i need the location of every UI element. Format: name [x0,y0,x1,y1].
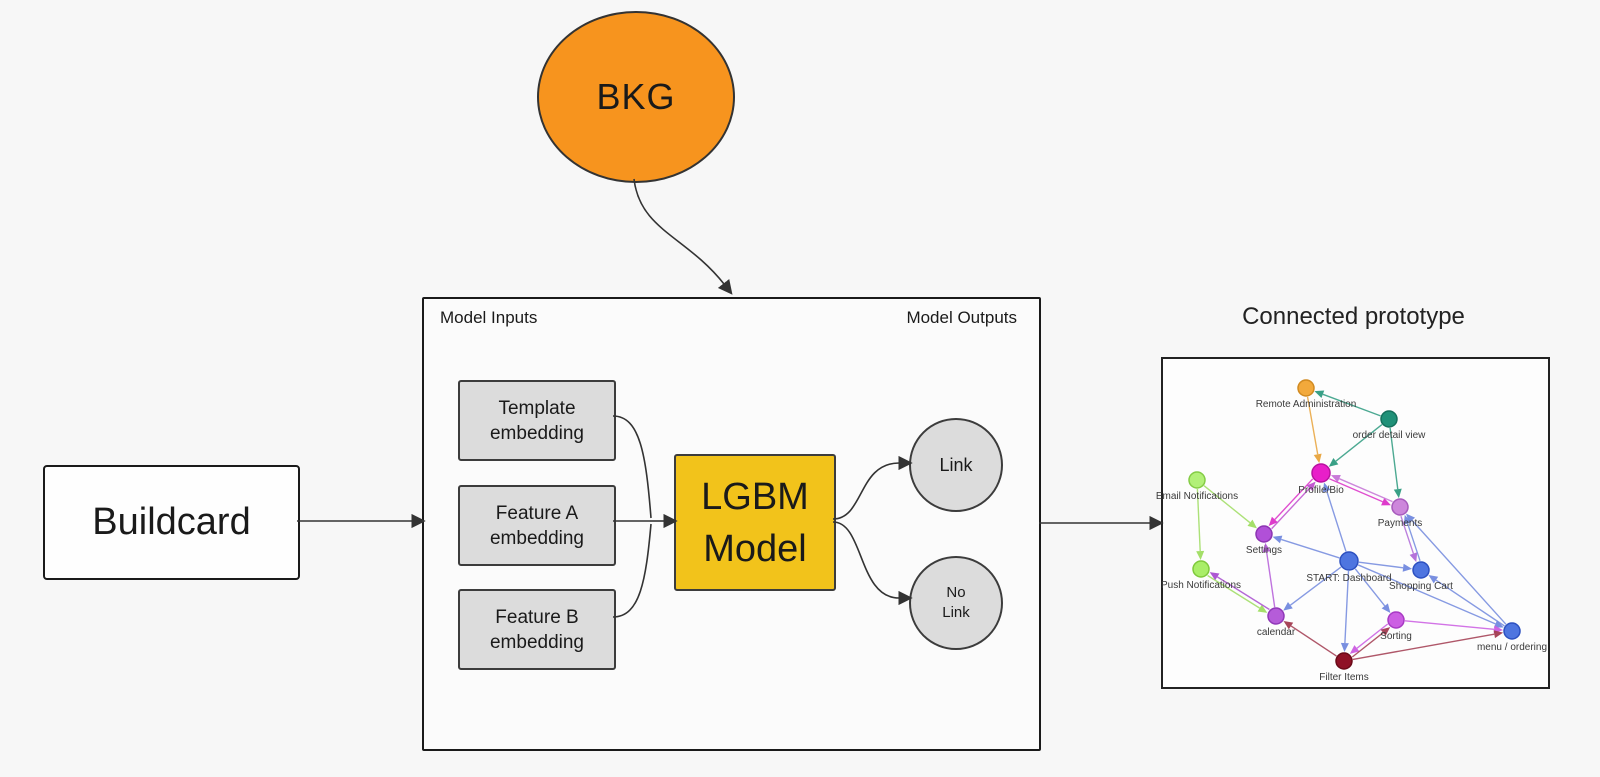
feature-a-embedding-node: Feature A embedding [458,485,616,566]
link-output-node: Link [909,418,1003,512]
lgbm-model-label: LGBM Model [701,475,809,570]
connected-prototype-title: Connected prototype [1242,303,1465,330]
feature-b-embedding-node: Feature B embedding [458,589,616,670]
template-embedding-node: Template embedding [458,380,616,461]
connected-prototype-box [1161,357,1550,689]
feature-b-embedding-label: Feature B embedding [489,606,585,653]
model-outputs-label: Model Outputs [906,308,1017,327]
buildcard-label: Buildcard [92,501,251,543]
lgbm-model-node: LGBM Model [674,454,836,591]
link-output-label: Link [939,455,973,475]
no-link-output-node: No Link [909,556,1003,650]
feature-a-embedding-label: Feature A embedding [489,502,585,549]
no-link-output-label: No Link [942,584,970,621]
template-embedding-label: Template embedding [489,397,585,444]
model-inputs-label: Model Inputs [440,308,538,327]
bkg-node: BKG [537,11,735,183]
bkg-to-model-arrow [633,178,733,295]
bkg-label: BKG [596,76,676,117]
buildcard-node: Buildcard [43,465,300,580]
